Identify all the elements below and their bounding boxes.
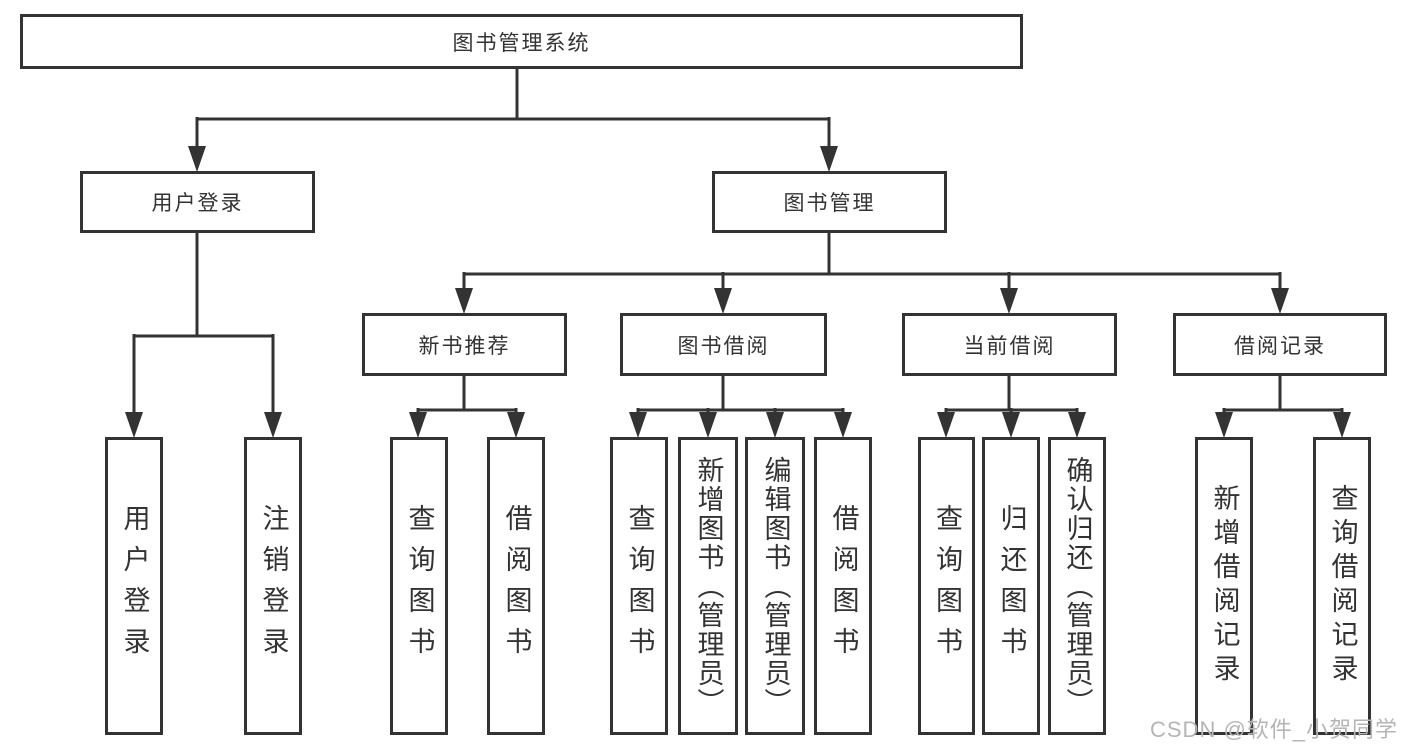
leaf-add-books-admin-label: 新增图书（管理员） (693, 455, 724, 717)
node-root-label: 图书管理系统 (452, 31, 591, 55)
leaf-logout: 注销登录 (244, 437, 302, 735)
node-borrow-records-label: 借阅记录 (1234, 334, 1326, 358)
node-current-borrowing: 当前借阅 (902, 313, 1117, 376)
leaf-borrow-books-borrowing-label: 借阅图书 (828, 504, 859, 668)
leaf-borrow-books-borrowing: 借阅图书 (814, 437, 872, 735)
leaf-query-borrow-record-label: 查询借阅记录 (1327, 484, 1358, 688)
node-book-management-label: 图书管理 (783, 192, 876, 215)
csdn-watermark: CSDN @软件_小贺同学 (1150, 717, 1399, 742)
node-book-borrowing-label: 图书借阅 (677, 334, 770, 358)
leaf-user-login: 用户登录 (105, 437, 163, 735)
leaf-query-books-recommend: 查询图书 (390, 437, 448, 735)
leaf-add-borrow-record-label: 新增借阅记录 (1209, 484, 1240, 688)
leaf-query-books-current: 查询图书 (918, 437, 975, 735)
node-user-login-label: 用户登录 (151, 192, 244, 215)
leaf-query-books-recommend-label: 查询图书 (404, 504, 435, 668)
node-new-book-recommend: 新书推荐 (362, 313, 567, 376)
node-book-management: 图书管理 (712, 171, 947, 233)
leaf-query-books-current-label: 查询图书 (932, 504, 962, 668)
leaf-add-borrow-record: 新增借阅记录 (1195, 437, 1253, 735)
leaf-edit-books-admin: 编辑图书（管理员） (745, 437, 805, 735)
leaf-confirm-return-admin-label: 确认归还（管理员） (1062, 455, 1093, 717)
leaf-query-books-borrowing-label: 查询图书 (624, 504, 655, 668)
leaf-query-borrow-record: 查询借阅记录 (1313, 437, 1371, 735)
node-root: 图书管理系统 (20, 14, 1023, 69)
leaf-user-login-label: 用户登录 (119, 504, 150, 668)
leaf-borrow-books-recommend: 借阅图书 (487, 437, 545, 735)
leaf-return-books-label: 归还图书 (996, 504, 1027, 668)
node-user-login: 用户登录 (80, 171, 315, 233)
leaf-add-books-admin: 新增图书（管理员） (678, 437, 738, 735)
leaf-query-books-borrowing: 查询图书 (610, 437, 668, 735)
leaf-edit-books-admin-label: 编辑图书（管理员） (760, 455, 791, 717)
node-book-borrowing: 图书借阅 (620, 313, 827, 376)
leaf-logout-label: 注销登录 (258, 504, 289, 668)
leaf-confirm-return-admin: 确认归还（管理员） (1048, 437, 1106, 735)
leaf-borrow-books-recommend-label: 借阅图书 (501, 504, 532, 668)
node-new-book-recommend-label: 新书推荐 (418, 334, 511, 358)
leaf-return-books: 归还图书 (982, 437, 1040, 735)
node-current-borrowing-label: 当前借阅 (963, 334, 1056, 358)
node-borrow-records: 借阅记录 (1173, 313, 1387, 376)
